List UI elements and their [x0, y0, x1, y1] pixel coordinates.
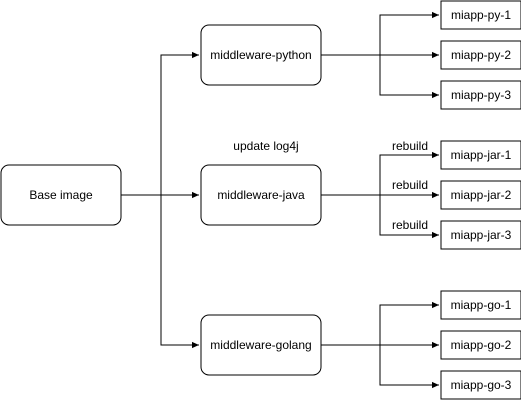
node-middleware-python-label: middleware-python — [210, 48, 311, 62]
node-miapp-py-3-label: miapp-py-3 — [451, 88, 511, 102]
edge-python-to-py3 — [321, 54, 439, 99]
edge-base-to-golang — [121, 194, 199, 349]
edge-label-jar3: rebuild — [392, 218, 428, 232]
node-miapp-jar-3[interactable]: miapp-jar-3 — [440, 220, 521, 250]
node-miapp-go-3[interactable]: miapp-go-3 — [440, 370, 521, 400]
edge-golang-to-go1 — [321, 301, 439, 346]
edges-base-to-middleware — [121, 51, 199, 349]
node-miapp-go-1[interactable]: miapp-go-1 — [440, 290, 521, 320]
edge-label-jar1: rebuild — [392, 139, 428, 153]
node-middleware-golang[interactable]: middleware-golang — [200, 314, 322, 376]
node-middleware-python[interactable]: middleware-python — [200, 24, 322, 86]
node-miapp-py-1[interactable]: miapp-py-1 — [440, 0, 521, 30]
node-miapp-go-1-label: miapp-go-1 — [451, 298, 512, 312]
node-miapp-jar-1[interactable]: miapp-jar-1 — [440, 140, 521, 170]
node-miapp-py-3[interactable]: miapp-py-3 — [440, 80, 521, 110]
node-miapp-go-2[interactable]: miapp-go-2 — [440, 330, 521, 360]
node-base-image-label: Base image — [29, 188, 93, 202]
node-miapp-jar-1-label: miapp-jar-1 — [451, 148, 512, 162]
java-annotation: update log4j — [233, 139, 298, 153]
node-miapp-go-3-label: miapp-go-3 — [451, 378, 512, 392]
node-base-image[interactable]: Base image — [0, 164, 122, 226]
node-miapp-jar-2[interactable]: miapp-jar-2 — [440, 180, 521, 210]
node-miapp-go-2-label: miapp-go-2 — [451, 338, 512, 352]
edge-label-jar2: rebuild — [392, 178, 428, 192]
edges-python-to-apps — [321, 11, 439, 99]
edge-python-to-py1 — [321, 11, 439, 56]
edge-base-to-python — [121, 51, 199, 196]
node-middleware-golang-label: middleware-golang — [210, 338, 311, 352]
edge-golang-to-go3 — [321, 344, 439, 389]
node-miapp-jar-2-label: miapp-jar-2 — [451, 188, 512, 202]
node-miapp-py-2[interactable]: miapp-py-2 — [440, 40, 521, 70]
edges-golang-to-apps — [321, 301, 439, 389]
node-miapp-py-2-label: miapp-py-2 — [451, 48, 511, 62]
edge-java-to-jar3 — [321, 194, 439, 239]
node-miapp-jar-3-label: miapp-jar-3 — [451, 228, 512, 242]
node-miapp-py-1-label: miapp-py-1 — [451, 8, 511, 22]
node-middleware-java[interactable]: middleware-java — [200, 164, 322, 226]
node-middleware-java-label: middleware-java — [217, 188, 305, 202]
edges-java-to-apps — [321, 151, 439, 239]
